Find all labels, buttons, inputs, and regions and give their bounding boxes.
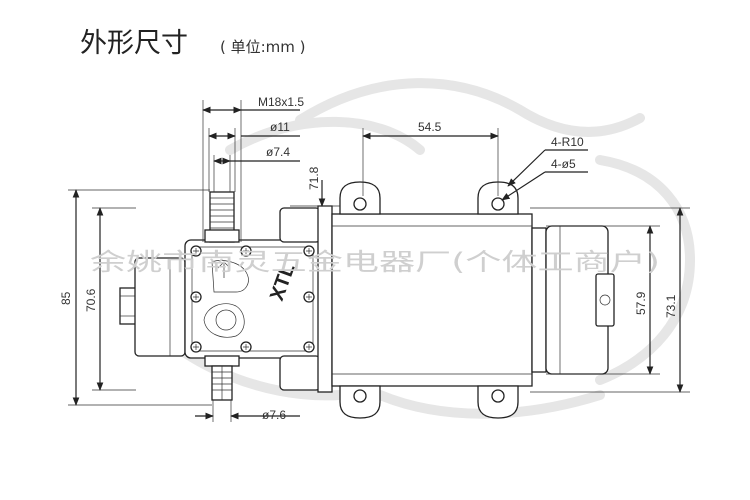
dim-h706: 70.6 [84,288,98,312]
screw-icon [190,245,315,353]
dimension-lines [68,100,690,422]
dim-hole5: 4-ø5 [551,157,576,171]
dim-h731: 73.1 [664,294,678,318]
dim-h718: 71.8 [307,166,321,190]
unit-label: ( 单位:mm ) [220,38,306,56]
dim-h85: 85 [59,291,73,305]
dim-d76: ø7.6 [262,408,286,422]
dim-thread: M18x1.5 [258,95,304,109]
dim-h579: 57.9 [634,291,648,315]
pump-drawing: XTL [119,181,615,419]
page-title: 外形尺寸 [80,28,188,59]
dim-d11: ø11 [270,120,290,134]
dim-d74: ø7.4 [266,145,290,159]
dim-r10: 4-R10 [551,135,584,149]
dim-len545: 54.5 [418,120,442,134]
watermark-text: 余姚市南灵五金电器厂(个体工商户) [90,248,660,276]
